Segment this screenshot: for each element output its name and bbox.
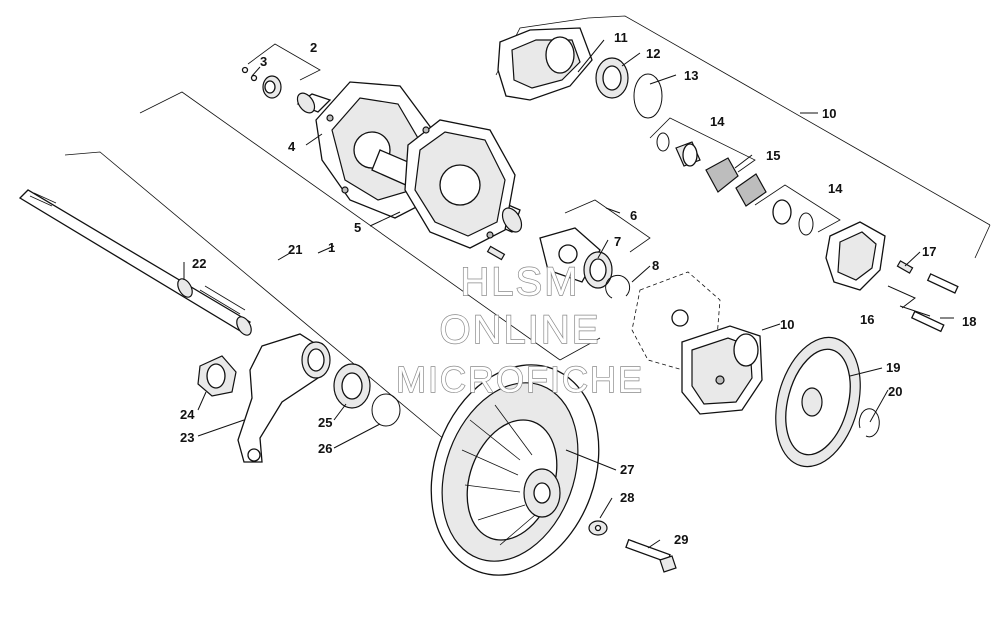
part-shaft <box>18 189 252 336</box>
watermark-line-2: ONLINE <box>440 308 601 352</box>
part-mount-bracket <box>197 333 401 463</box>
callout-labels: 1 2 3 4 5 6 7 8 10 10 11 12 13 14 14 15 … <box>180 30 976 547</box>
part-caliper-middle <box>681 325 763 415</box>
watermark: HLSM ONLINE MICROFICHE <box>395 259 644 400</box>
callout-23: 23 <box>180 430 194 445</box>
callout-12: 12 <box>646 46 660 61</box>
callout-14-upper: 14 <box>710 114 725 129</box>
part-gear-case <box>296 81 523 249</box>
part-washer-bolt <box>588 520 677 573</box>
callout-10-middle: 10 <box>780 317 794 332</box>
watermark-line-3: MICROFICHE <box>396 359 644 400</box>
part-brake-pads <box>656 132 814 236</box>
callout-26: 26 <box>318 441 332 456</box>
callout-27: 27 <box>620 462 634 477</box>
callout-18: 18 <box>962 314 976 329</box>
callout-21: 21 <box>288 242 302 257</box>
callout-24: 24 <box>180 407 195 422</box>
callout-8: 8 <box>652 258 659 273</box>
callout-10-top: 10 <box>822 106 836 121</box>
part-caliper-lower <box>825 221 959 333</box>
part-cover-plate <box>486 227 631 299</box>
part-driven-clutch <box>430 364 600 576</box>
part-seal <box>241 66 282 99</box>
callout-2: 2 <box>310 40 317 55</box>
callout-3: 3 <box>260 54 267 69</box>
callout-22: 22 <box>192 256 206 271</box>
callout-4: 4 <box>288 139 296 154</box>
callout-17: 17 <box>922 244 936 259</box>
callout-13: 13 <box>684 68 698 83</box>
callout-15: 15 <box>766 148 780 163</box>
callout-7: 7 <box>614 234 621 249</box>
part-backing-plate <box>631 271 721 373</box>
callout-20: 20 <box>888 384 902 399</box>
callout-29: 29 <box>674 532 688 547</box>
part-brake-disc <box>775 336 880 468</box>
part-caliper-upper <box>497 27 663 119</box>
callout-16: 16 <box>860 312 874 327</box>
callout-14-lower: 14 <box>828 181 843 196</box>
callout-11: 11 <box>614 30 628 45</box>
callout-19: 19 <box>886 360 900 375</box>
callout-6: 6 <box>630 208 637 223</box>
callout-5: 5 <box>354 220 361 235</box>
callout-28: 28 <box>620 490 634 505</box>
callout-1: 1 <box>328 240 335 255</box>
watermark-line-1: HLSM <box>460 260 579 304</box>
callout-25: 25 <box>318 415 332 430</box>
leader-lines <box>183 39 954 549</box>
